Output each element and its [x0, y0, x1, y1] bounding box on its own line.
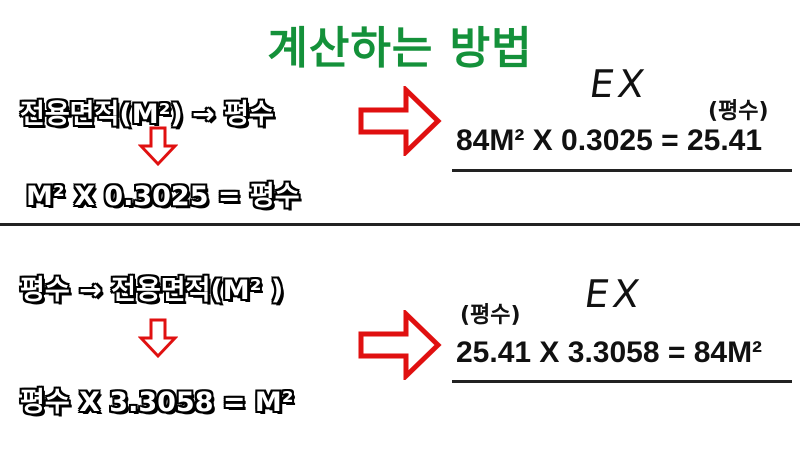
example-formula-2: 25.41 X 3.3058 = 84M² — [456, 336, 763, 369]
underline-2 — [452, 380, 792, 383]
formula-line-2: 평수 X 3.3058 = M² — [20, 387, 294, 418]
example-label-1: EX — [586, 62, 652, 106]
unit-label-2: (평수) — [460, 303, 521, 328]
down-arrow-icon — [138, 126, 178, 167]
right-arrow-icon — [358, 86, 442, 156]
page-title: 계산하는 방법 — [267, 23, 533, 74]
example-label-2: EX — [581, 272, 647, 316]
rule-line-1: 전용면적(M²) → 평수 — [20, 99, 274, 130]
unit-label-1: (평수) — [708, 99, 769, 124]
down-arrow-icon — [138, 318, 178, 359]
rule-line-2: 평수 → 전용면적(M² ) — [20, 275, 284, 306]
underline-1 — [452, 169, 792, 172]
formula-line-1: M² X 0.3025 = 평수 — [26, 181, 300, 212]
right-arrow-icon — [358, 310, 442, 380]
example-formula-1: 84M² X 0.3025 = 25.41 — [456, 124, 763, 157]
section-divider — [0, 223, 800, 226]
